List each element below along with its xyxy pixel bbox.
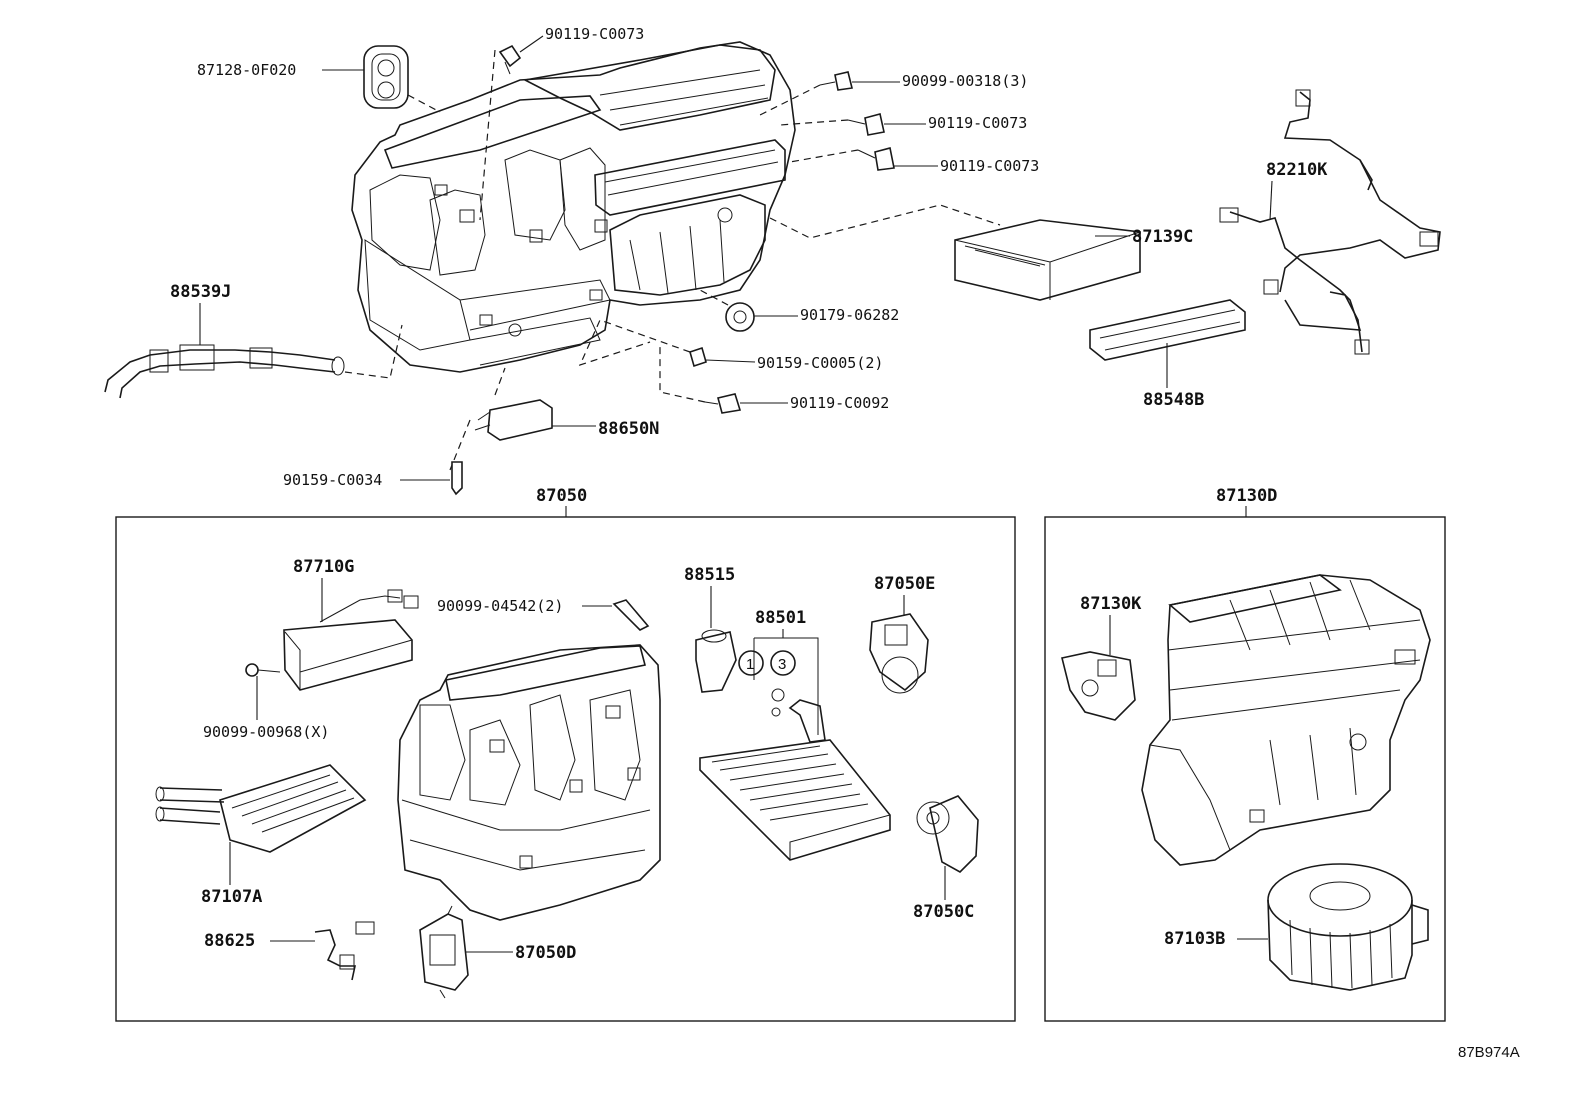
leader-line xyxy=(705,359,756,363)
group-box-87130D xyxy=(1044,516,1446,1022)
callout-90119-C0073-top: 90119-C0073 xyxy=(545,25,644,43)
heater-case-illustration xyxy=(397,644,661,921)
label-87103B: 87103B xyxy=(1164,929,1225,949)
o-ring-circle-3: 3 xyxy=(770,650,796,676)
diagram-reference-code: 87B974A xyxy=(1458,1044,1520,1061)
callout-90159-C0005: 90159-C0005(2) xyxy=(757,354,883,372)
part-87710G xyxy=(283,589,419,691)
callout-88539J: 88539J xyxy=(170,282,231,302)
callout-90119-C0073-b: 90119-C0073 xyxy=(940,157,1039,175)
screw-90119-C0092 xyxy=(659,345,742,414)
callout-90179-06282: 90179-06282 xyxy=(800,306,899,324)
leader-line xyxy=(1269,180,1273,221)
heater-unit-illustration xyxy=(351,41,796,373)
callout-88548B: 88548B xyxy=(1143,390,1204,410)
sensor-88650N xyxy=(449,367,553,471)
label-87710G: 87710G xyxy=(293,557,354,577)
callout-90119-C0073-a: 90119-C0073 xyxy=(928,114,1027,132)
screw-90099-00318 xyxy=(759,71,853,116)
svg-text:1: 1 xyxy=(746,656,754,673)
label-88501: 88501 xyxy=(755,608,806,628)
group-title-87050: 87050 xyxy=(536,486,587,506)
group-box-87050 xyxy=(115,516,1016,1022)
label-87050E: 87050E xyxy=(874,574,935,594)
actuator-87130K xyxy=(1061,651,1136,721)
callout-90099-00318: 90099-00318(3) xyxy=(902,72,1028,90)
hose-88539J xyxy=(104,324,403,399)
callout-90119-C0092: 90119-C0092 xyxy=(790,394,889,412)
callout-90159-C0034: 90159-C0034 xyxy=(283,471,382,489)
label-90099-00968: 90099-00968(X) xyxy=(203,723,329,741)
label-88625: 88625 xyxy=(204,931,255,951)
evaporator-88501 xyxy=(699,637,891,861)
screw-90159-C0005 xyxy=(578,319,707,368)
label-87107A: 87107A xyxy=(201,887,262,907)
callout-88650N: 88650N xyxy=(598,419,659,439)
screw-90159-C0034 xyxy=(451,461,463,496)
blower-motor-87103B xyxy=(1267,863,1429,991)
screw-90099-00968 xyxy=(245,663,281,677)
label-87050C: 87050C xyxy=(913,902,974,922)
o-ring-circle-1: 1 xyxy=(738,650,764,676)
part-88625 xyxy=(314,921,375,981)
label-87050D: 87050D xyxy=(515,943,576,963)
part-88515 xyxy=(695,629,737,693)
nut-90179-06282 xyxy=(699,289,755,332)
o-ring-icon xyxy=(771,688,785,702)
grommet-87128-0F020 xyxy=(363,45,441,113)
o-ring-icon xyxy=(771,707,781,717)
bolt-90099-04542 xyxy=(612,599,650,631)
blower-unit-illustration xyxy=(1141,574,1431,866)
callout-82210K: 82210K xyxy=(1266,160,1328,180)
screw-90119-C0073-top xyxy=(479,44,522,221)
leader-line xyxy=(519,35,544,53)
callout-87139C: 87139C xyxy=(1132,227,1193,247)
heater-core-87107A xyxy=(155,764,367,853)
screw-90119-C0073-a xyxy=(779,113,885,136)
label-87130K: 87130K xyxy=(1080,594,1142,614)
label-88515: 88515 xyxy=(684,565,735,585)
svg-text:3: 3 xyxy=(778,656,786,673)
part-88548B xyxy=(1089,299,1246,361)
actuator-87050D xyxy=(419,905,469,999)
screw-90119-C0073-b xyxy=(789,147,895,171)
wire-harness-82210K xyxy=(1219,89,1441,355)
label-90099-04542: 90099-04542(2) xyxy=(437,597,563,615)
actuator-87050E xyxy=(869,613,929,694)
filter-87139C xyxy=(769,204,1141,301)
group-title-87130D: 87130D xyxy=(1216,486,1277,506)
actuator-87050C xyxy=(916,795,979,873)
callout-87128-0F020: 87128-0F020 xyxy=(197,61,296,79)
